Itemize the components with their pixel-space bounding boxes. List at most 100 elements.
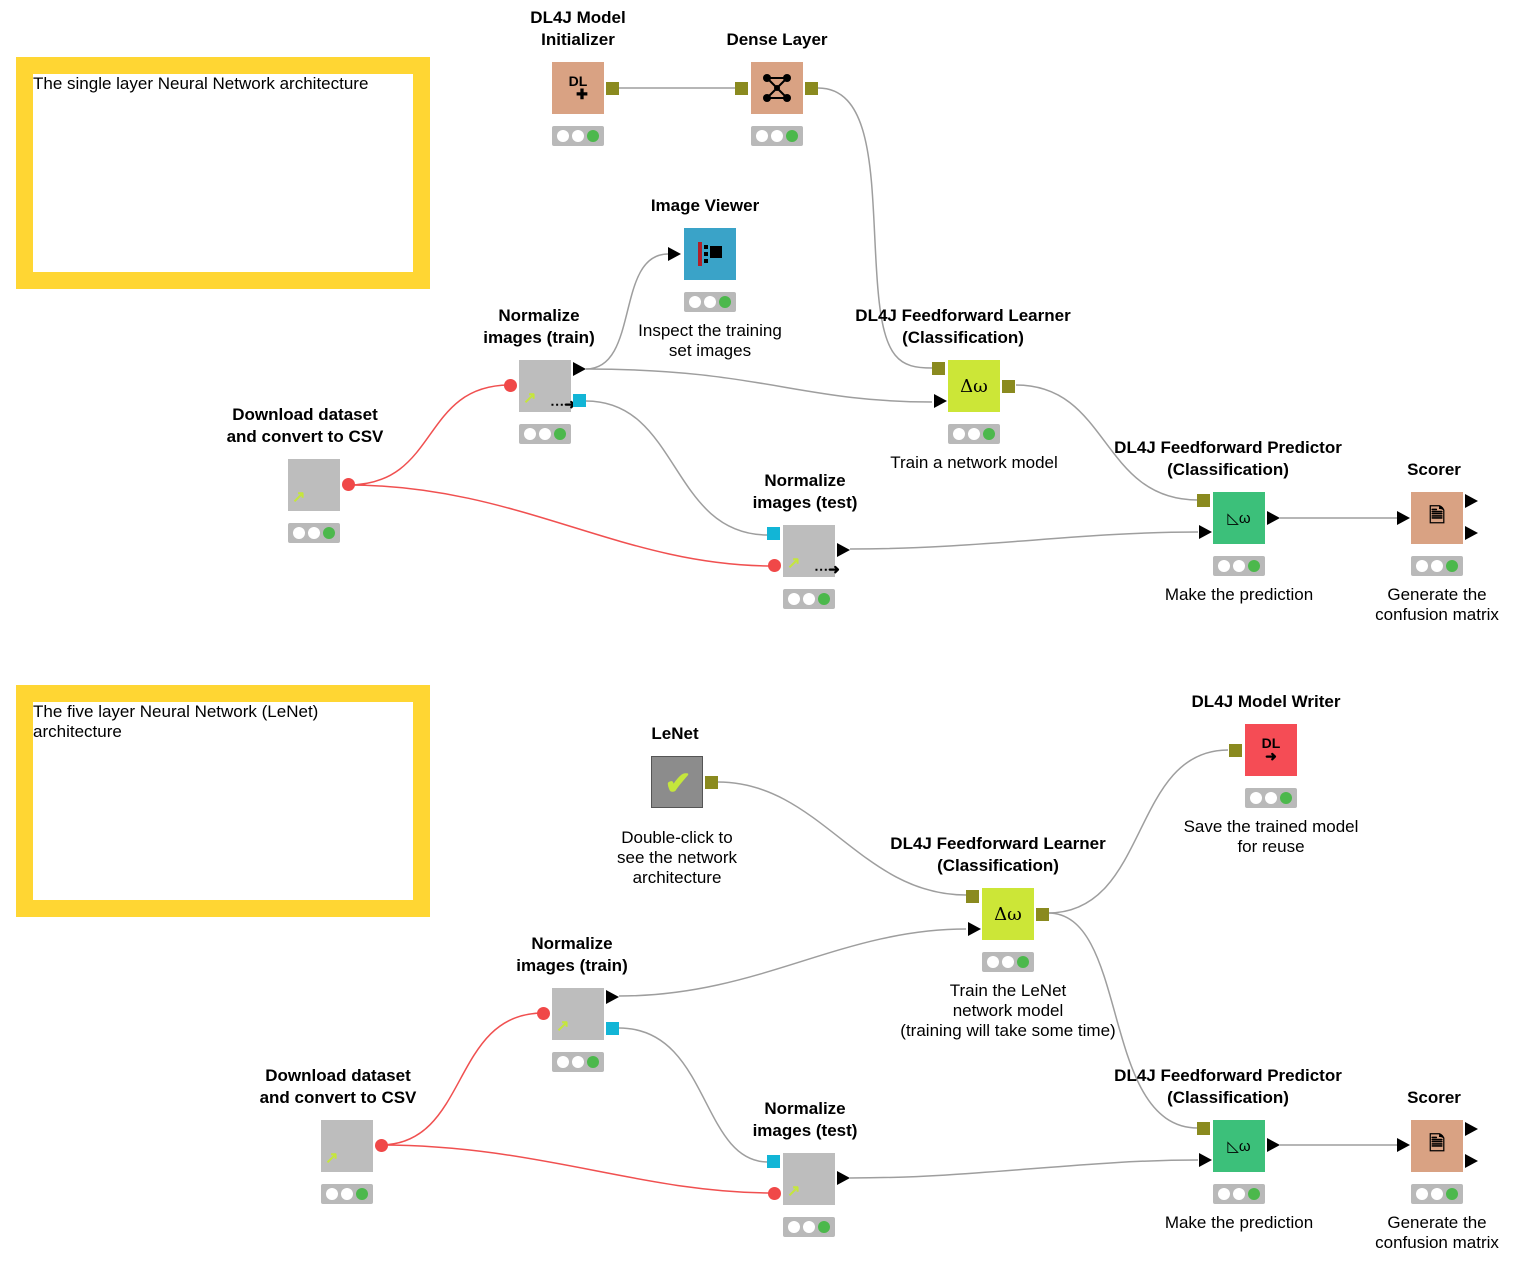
data-input-port[interactable] bbox=[1397, 1138, 1410, 1152]
node-caption: Make the prediction bbox=[1164, 1213, 1314, 1232]
accuracy-output-port[interactable] bbox=[1465, 1154, 1478, 1168]
status-light-green bbox=[719, 296, 731, 308]
data-output-port[interactable] bbox=[606, 990, 619, 1004]
node-body[interactable]: ↗ bbox=[783, 1153, 835, 1205]
network-icon bbox=[763, 74, 791, 102]
dl-plus-icon: DL✚ bbox=[568, 73, 588, 102]
confusion-matrix-output-port[interactable] bbox=[1465, 1122, 1478, 1136]
status-light-green bbox=[818, 593, 830, 605]
status-light-yellow bbox=[308, 527, 320, 539]
normalize-icon: ⋯➜ bbox=[814, 560, 840, 577]
confusion-matrix-output-port[interactable] bbox=[1465, 494, 1478, 508]
connection-normtrain2-to-normtest2[interactable] bbox=[618, 1027, 769, 1163]
status-light-yellow bbox=[704, 296, 716, 308]
node-title: Scorer bbox=[1407, 1088, 1461, 1107]
model-input-port[interactable] bbox=[735, 82, 748, 95]
model-output-port[interactable] bbox=[606, 82, 619, 95]
model-output-port[interactable] bbox=[705, 776, 718, 789]
data-input-port[interactable] bbox=[768, 1187, 781, 1200]
connection-normtrain-to-learner[interactable] bbox=[585, 368, 933, 403]
workflow1-annotation-text: The single layer Neural Network architec… bbox=[33, 74, 369, 93]
node-body[interactable]: ↗ bbox=[288, 459, 340, 511]
status-light-yellow bbox=[1265, 792, 1277, 804]
node-body[interactable]: ↗ bbox=[321, 1120, 373, 1172]
status-light-green bbox=[587, 130, 599, 142]
node-title: DL4J Feedforward Learner (Classification… bbox=[855, 306, 1071, 347]
data-input-port[interactable] bbox=[537, 1007, 550, 1020]
model-input-port[interactable] bbox=[932, 362, 945, 375]
node-title: Scorer bbox=[1407, 460, 1461, 479]
model-input-port[interactable] bbox=[767, 1155, 780, 1168]
checkmark-icon: ✔ bbox=[664, 765, 692, 801]
node-body[interactable]: ◺ω bbox=[1213, 492, 1265, 544]
model-input-port[interactable] bbox=[1229, 744, 1242, 757]
status-light-red bbox=[756, 130, 768, 142]
status-light-red bbox=[293, 527, 305, 539]
node-body[interactable]: 🗎 bbox=[1411, 1120, 1463, 1172]
node-body[interactable]: Δω bbox=[948, 360, 1000, 412]
node-body[interactable] bbox=[751, 62, 803, 114]
model-input-port[interactable] bbox=[1197, 494, 1210, 507]
data-output-port[interactable] bbox=[837, 1171, 850, 1185]
metanode-icon: ↗ bbox=[292, 489, 306, 506]
data-input-port[interactable] bbox=[1199, 525, 1212, 539]
data-input-port[interactable] bbox=[934, 394, 947, 408]
data-output-port[interactable] bbox=[1267, 1138, 1280, 1152]
data-input-port[interactable] bbox=[668, 247, 681, 261]
data-output-port[interactable] bbox=[342, 478, 355, 491]
node-body[interactable] bbox=[684, 228, 736, 280]
status-light-green bbox=[1248, 560, 1260, 572]
model-output-port[interactable] bbox=[606, 1022, 619, 1035]
node-caption: Train a network model bbox=[890, 453, 1058, 472]
status-light-green bbox=[786, 130, 798, 142]
workflow2-annotation[interactable]: The five layer Neural Network (LeNet) ar… bbox=[16, 685, 430, 917]
node-status bbox=[1411, 556, 1463, 576]
node-title: Download dataset and convert to CSV bbox=[226, 405, 384, 446]
model-output-port[interactable] bbox=[573, 394, 586, 407]
model-output-port[interactable] bbox=[1002, 380, 1015, 393]
connection-download2-to-normtest2[interactable] bbox=[379, 1144, 774, 1194]
data-input-port[interactable] bbox=[1199, 1153, 1212, 1167]
data-input-port[interactable] bbox=[968, 922, 981, 936]
data-input-port[interactable] bbox=[504, 379, 517, 392]
status-light-green bbox=[1017, 956, 1029, 968]
node-body[interactable]: ◺ω bbox=[1213, 1120, 1265, 1172]
workflow1-annotation[interactable]: The single layer Neural Network architec… bbox=[16, 57, 430, 289]
node-title: Image Viewer bbox=[650, 196, 760, 215]
data-output-port[interactable] bbox=[375, 1139, 388, 1152]
model-input-port[interactable] bbox=[966, 890, 979, 903]
data-output-port[interactable] bbox=[1267, 511, 1280, 525]
status-light-green bbox=[1280, 792, 1292, 804]
data-input-port[interactable] bbox=[768, 559, 781, 572]
data-output-port[interactable] bbox=[573, 362, 586, 376]
learner-icon: Δω bbox=[994, 903, 1022, 925]
model-input-port[interactable] bbox=[1197, 1122, 1210, 1135]
status-light-red bbox=[557, 130, 569, 142]
model-output-port[interactable] bbox=[1036, 908, 1049, 921]
data-output-port[interactable] bbox=[837, 543, 850, 557]
metanode-arrow-icon: ↗ bbox=[787, 555, 801, 572]
status-light-red bbox=[1218, 1188, 1230, 1200]
scorer-icon: 🗎 bbox=[1428, 1133, 1446, 1155]
node-body[interactable]: ⋯➜ ↗ bbox=[519, 360, 576, 412]
connection-normtrain-to-normtest[interactable] bbox=[585, 400, 769, 536]
connection-normtest2-to-predictor2[interactable] bbox=[849, 1159, 1199, 1179]
node-body[interactable]: ↗ bbox=[552, 988, 604, 1040]
node-title: DL4J Model Initializer bbox=[530, 8, 626, 49]
node-body[interactable]: 🗎 bbox=[1411, 492, 1463, 544]
status-light-yellow bbox=[539, 428, 551, 440]
node-body[interactable]: DL➜ bbox=[1245, 724, 1297, 776]
node-status bbox=[552, 126, 604, 146]
node-body[interactable]: Δω bbox=[982, 888, 1034, 940]
node-body[interactable]: ⋯➜ ↗ bbox=[783, 525, 840, 577]
connection-normtest-to-predictor[interactable] bbox=[849, 531, 1199, 550]
model-input-port[interactable] bbox=[767, 527, 780, 540]
accuracy-output-port[interactable] bbox=[1465, 526, 1478, 540]
status-light-red bbox=[1416, 1188, 1428, 1200]
node-body[interactable]: DL✚ bbox=[552, 62, 604, 114]
data-input-port[interactable] bbox=[1397, 511, 1410, 525]
node-status bbox=[1411, 1184, 1463, 1204]
node-body[interactable]: ✔ bbox=[651, 756, 703, 808]
model-output-port[interactable] bbox=[805, 82, 818, 95]
connection-download-to-normtest[interactable] bbox=[347, 484, 774, 567]
